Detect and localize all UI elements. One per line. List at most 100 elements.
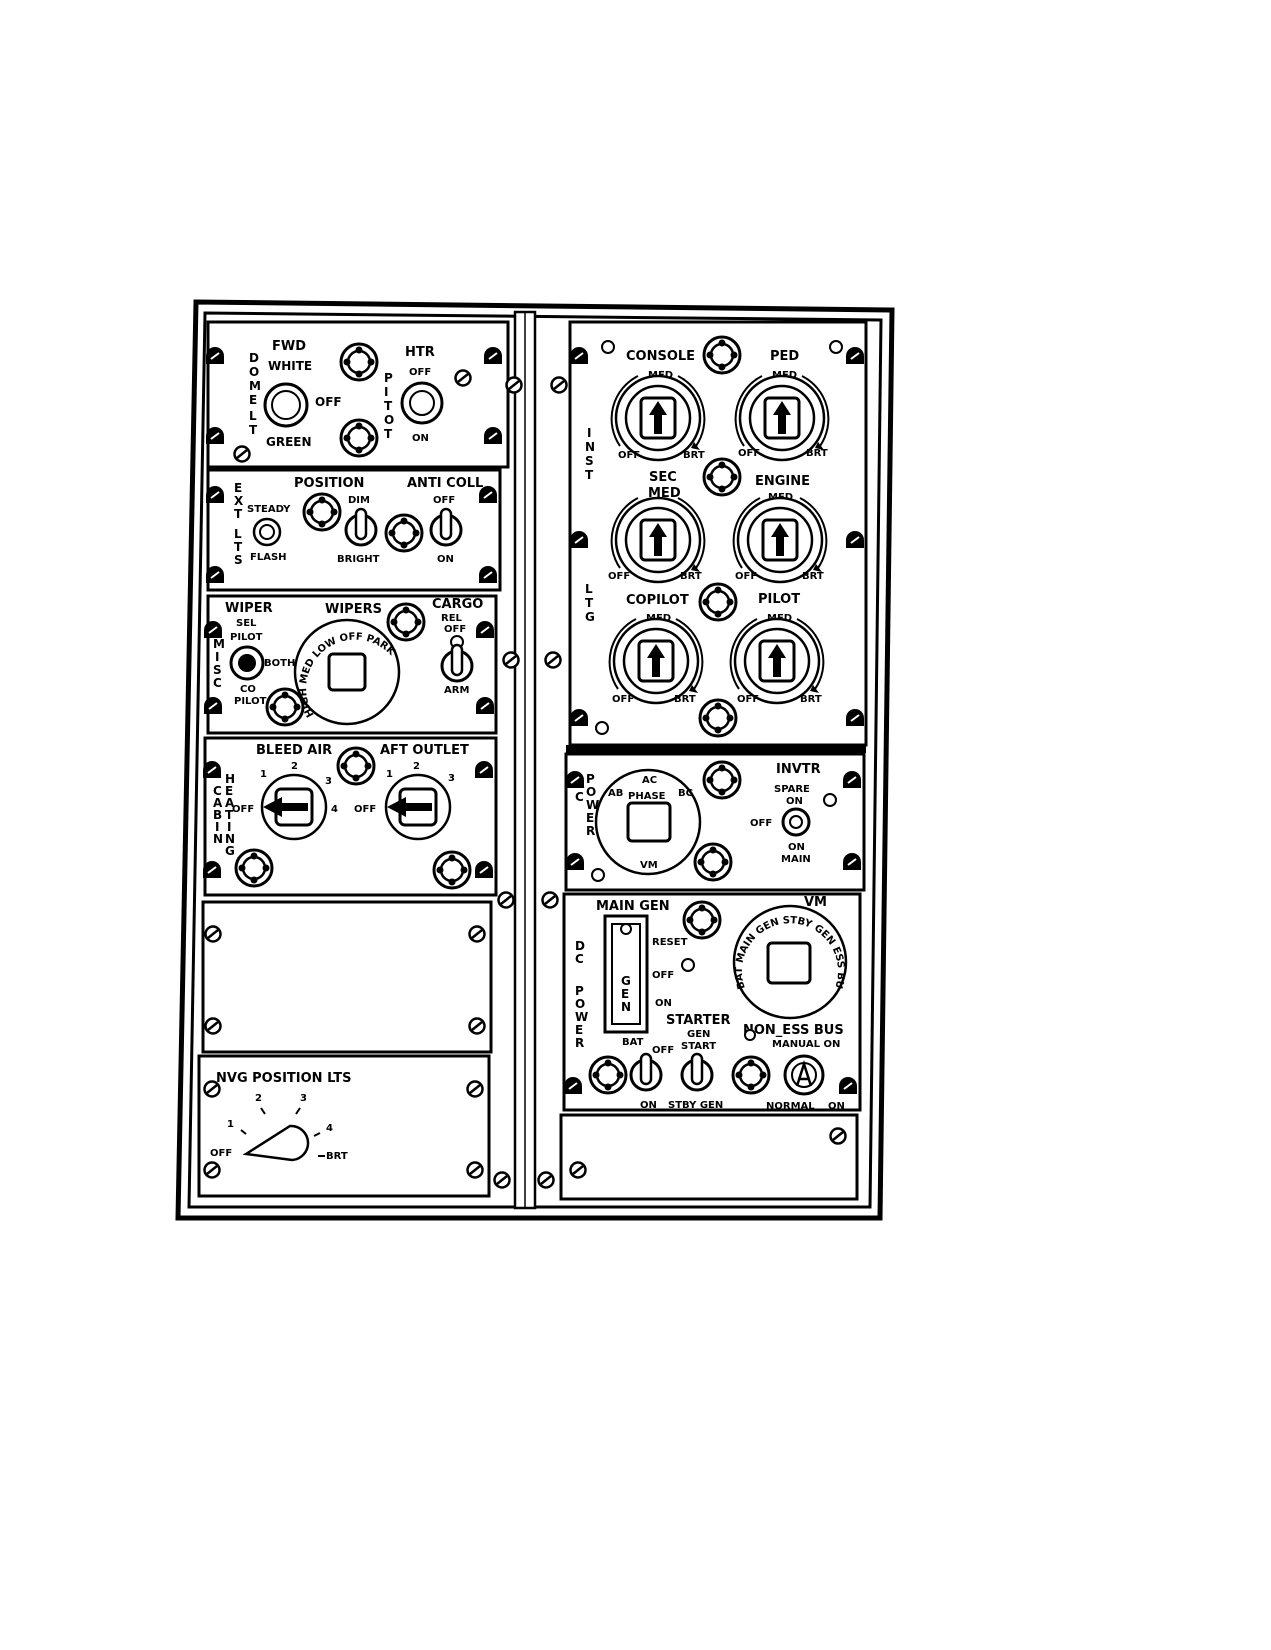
non-ess-bus-label: NON_ESS BUS [743,1023,844,1038]
aft-pos2-label: 2 [413,761,420,772]
bat-off-label: OFF [652,1045,674,1056]
steady-label: STEADY [247,504,291,515]
invtr-main-label: MAIN [781,854,811,865]
starter-label: STARTER [666,1013,730,1028]
main-gen-label: MAIN GEN [596,899,670,914]
wiper-both-label: BOTH [264,658,295,669]
copilot-label: COPILOT [626,593,689,608]
copilot-brt-label: BRT [674,694,696,705]
blank-panel-left [201,900,493,1054]
blank-panel-right [559,1113,859,1201]
inner-frame [187,311,883,1209]
bleed-air-label: BLEED AIR [256,743,332,758]
starter-start-label: START [681,1041,716,1052]
cargo-off-label: OFF [444,624,466,635]
position-label: POSITION [294,476,364,491]
invtr-spare-on-label: ON [786,796,803,807]
bleed-pos2-label: 2 [291,761,298,772]
invtr-label: INVTR [776,762,821,777]
invtr-spare-label: SPARE [774,784,810,795]
copilot-off-label: OFF [612,694,634,705]
nvg-rotary-knob[interactable] [242,1124,310,1162]
panel-fastener-knob [339,418,379,458]
aft-pos1-label: 1 [386,769,393,780]
nvg-pos1-label: 1 [227,1119,234,1130]
ped-label: PED [770,349,799,364]
aft-off-label: OFF [354,804,376,815]
stby-gen-label: STBY GEN [668,1100,723,1111]
bleed-pos1-label: 1 [260,769,267,780]
bleed-pos4-label: 4 [331,804,338,815]
non-ess-normal-label: NORMAL [766,1101,815,1112]
pitot-off-label: OFF [409,367,431,378]
sec-label: SEC [649,470,677,485]
nvg-off-label: OFF [210,1148,232,1159]
cargo-arm-label: ARM [444,685,469,696]
engine-off-label: OFF [735,571,757,582]
non-ess-on-label: ON [828,1101,845,1112]
nvg-pos4-label: 4 [326,1123,333,1134]
nvg-position-lts-panel: NVG POSITION LTS 1 2 3 4 OFF BRT [197,1054,491,1198]
ac-phase-ab-label: AB [608,788,623,799]
vm-label: VM [804,895,827,910]
bleed-off-label: OFF [232,804,254,815]
anti-coll-on-label: ON [437,554,454,565]
ped-brt-label: BRT [806,448,828,459]
nvg-pos3-label: 3 [300,1093,307,1104]
dim-label: DIM [348,495,370,506]
engine-label: ENGINE [755,474,810,489]
bleed-pos3-label: 3 [325,776,332,787]
main-gen-on-label: ON [655,998,672,1009]
invtr-off-label: OFF [750,818,772,829]
engine-brt-label: BRT [802,571,824,582]
main-gen-reset-label: RESET [652,937,688,948]
panel-fastener-knob [339,342,379,382]
nvg-pos2-label: 2 [255,1093,262,1104]
ped-off-label: OFF [738,448,760,459]
wiper-pilot-label: PILOT [230,632,263,643]
wiper-copilot-label: PILOT [234,696,267,707]
ac-phase-label: PHASE [628,791,666,802]
bat-label: BAT [622,1037,644,1048]
anti-coll-label: ANTI COLL [407,476,483,491]
pilot-brt-label: BRT [800,694,822,705]
wipers-label: WIPERS [325,602,382,617]
nvg-title: NVG POSITION LTS [216,1071,351,1086]
wiper-co-label: CO [240,684,256,695]
ac-phase-ac-label: AC [642,775,657,786]
non-ess-manual-on-label: MANUAL ON [772,1039,840,1050]
dome-fwd-label: FWD [272,339,306,354]
wiper-sel-label: SEL [236,618,257,629]
outer-frame [175,299,895,1221]
aft-outlet-label: AFT OUTLET [380,743,469,758]
dome-green-label: GREEN [266,435,312,449]
sec-off-label: OFF [608,571,630,582]
cargo-label: CARGO [432,597,483,612]
cargo-rel-label: REL [441,613,463,624]
console-brt-label: BRT [683,450,705,461]
bat-on-label: ON [640,1100,657,1111]
starter-gen-label: GEN [687,1029,710,1040]
sec-brt-label: BRT [680,571,702,582]
main-gen-off-label: OFF [652,970,674,981]
pilot-off-label: OFF [737,694,759,705]
dome-white-label: WHITE [268,359,312,373]
